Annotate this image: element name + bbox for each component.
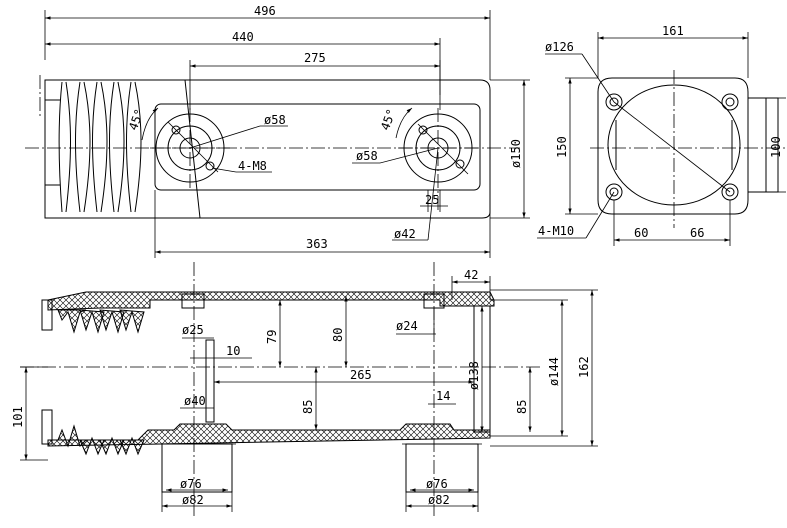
dim-right-82: ø82	[428, 493, 450, 507]
dim-265: 265	[350, 368, 372, 382]
dim-hole-40: ø40	[184, 394, 206, 408]
dim-60: 60	[634, 226, 648, 240]
dim-end-150: 150	[555, 136, 569, 158]
dim-hole-24: ø24	[396, 319, 418, 333]
dim-bolt-circle: ø126	[545, 40, 574, 54]
angle-left: 45°	[126, 107, 147, 132]
dim-hole-25: ø25	[182, 323, 204, 337]
dim-80: 80	[331, 328, 345, 342]
angle-right: 45°	[378, 107, 399, 132]
end-view: 161 ø126 150 100 4-M10 60	[537, 24, 786, 246]
dim-end-100: 100	[769, 136, 783, 158]
dim-85-left: 85	[301, 400, 315, 414]
dim-bore: ø42	[394, 227, 416, 241]
dim-79: 79	[265, 330, 279, 344]
dim-440: 440	[232, 30, 254, 44]
dim-right-boss: ø58	[356, 149, 378, 163]
dim-162: 162	[577, 356, 591, 378]
dim-right-76: ø76	[426, 477, 448, 491]
dim-left-boss: ø58	[264, 113, 286, 127]
dim-85-right: 85	[515, 400, 529, 414]
dim-101: 101	[11, 406, 25, 428]
dim-138: ø138	[467, 361, 481, 390]
section-view: 42 ø25 ø24 79 80 10 265 ø138 ø144 162 85	[11, 262, 598, 516]
dim-left-76: ø76	[180, 477, 202, 491]
dim-275: 275	[304, 51, 326, 65]
dim-bolts-m8: 4-M8	[238, 159, 267, 173]
dim-161: 161	[662, 24, 684, 38]
dim-bolts-m10: 4-M10	[538, 224, 574, 238]
dim-150: ø150	[509, 139, 523, 168]
dim-42: 42	[464, 268, 478, 282]
dim-363: 363	[306, 237, 328, 251]
dim-left-82: ø82	[182, 493, 204, 507]
dim-144: ø144	[547, 357, 561, 386]
dim-66: 66	[690, 226, 704, 240]
dim-14: 14	[436, 389, 450, 403]
dim-10: 10	[226, 344, 240, 358]
top-view: 496 440 275 ø	[25, 4, 530, 258]
dim-496: 496	[254, 4, 276, 18]
